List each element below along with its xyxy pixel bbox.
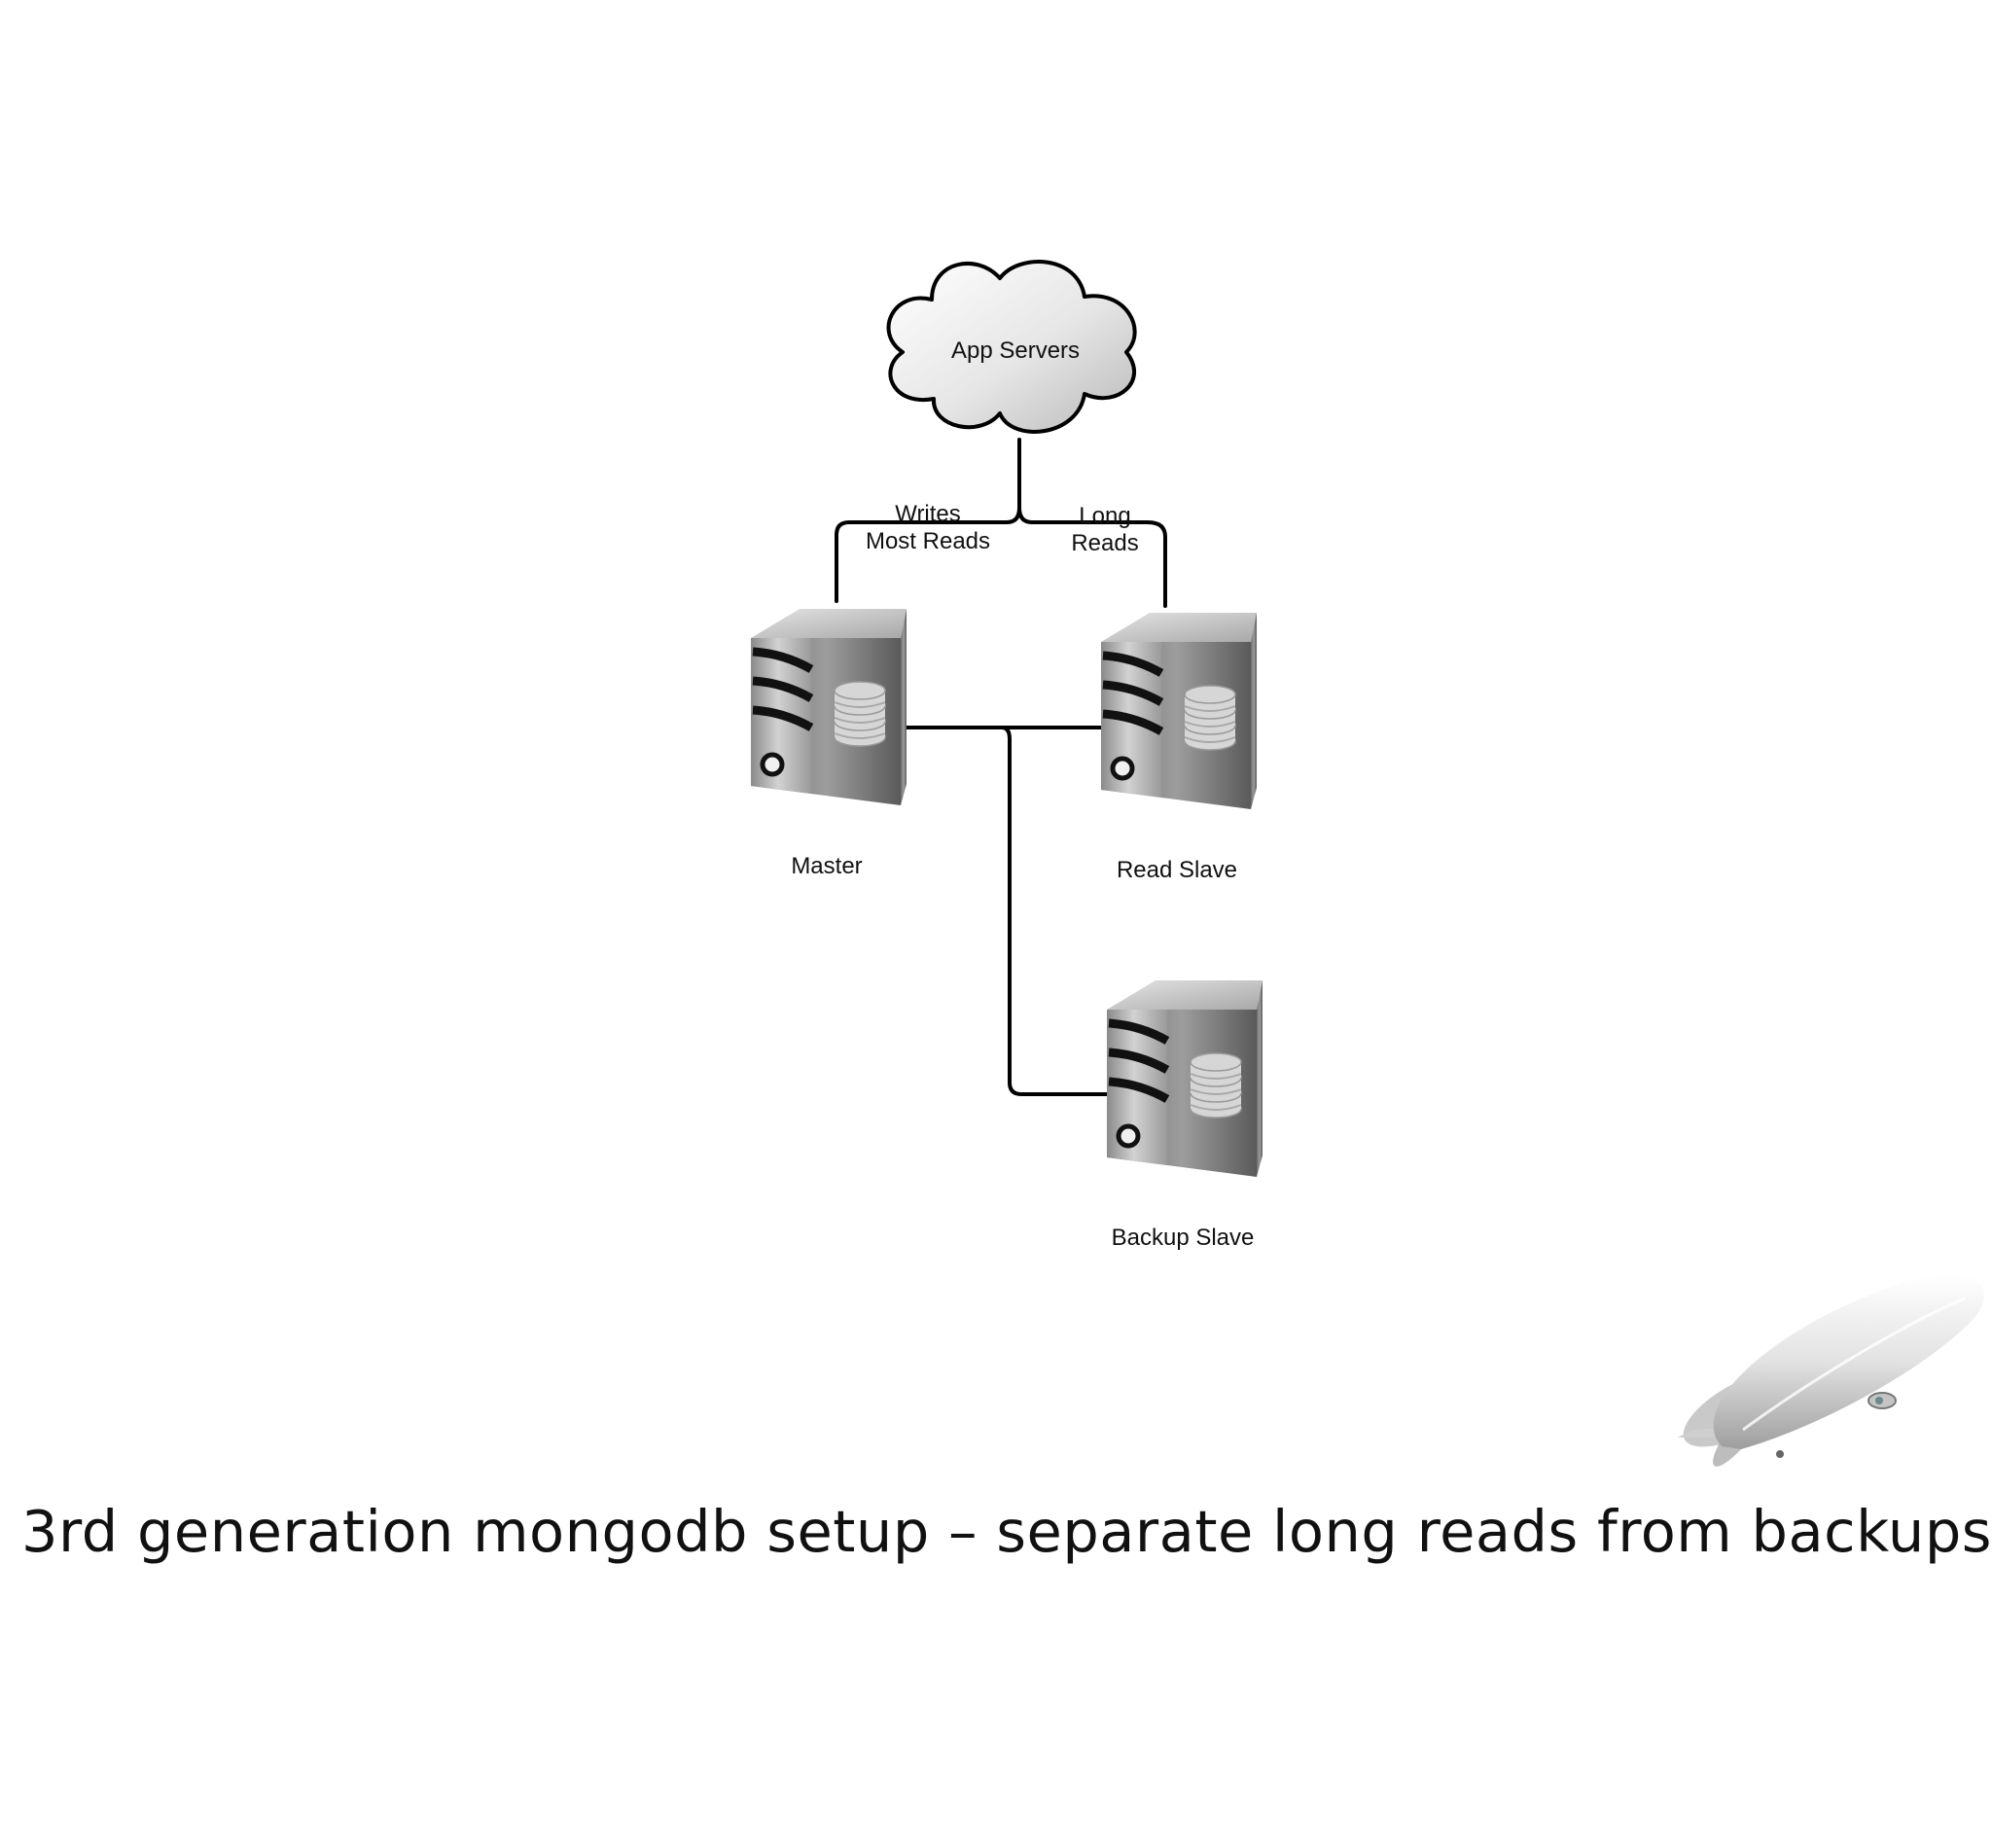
master-node: Master [751,609,907,879]
app-servers-node: App Servers [886,260,1137,434]
app-servers-label: App Servers [951,338,1080,364]
writes-label: Writes [895,501,961,527]
master-label: Master [791,853,862,879]
backup-slave-node: Backup Slave [1107,980,1263,1251]
read-slave-node: Read Slave [1101,613,1257,883]
database-server-icon [1107,980,1263,1177]
backup-slave-label: Backup Slave [1112,1225,1255,1251]
most-reads-label: Most Reads [866,528,990,554]
airship-icon [1678,1274,1984,1467]
slide-caption: 3rd generation mongodb setup – separate … [21,1498,1992,1565]
reads-label: Reads [1071,530,1138,556]
cloud-icon [886,260,1137,434]
master-backup-slave-link [1000,726,1111,1096]
database-server-icon [751,609,907,805]
read-slave-label: Read Slave [1117,857,1237,883]
long-reads-connection [1017,506,1167,608]
long-label: Long [1079,503,1130,529]
database-server-icon [1101,613,1257,809]
